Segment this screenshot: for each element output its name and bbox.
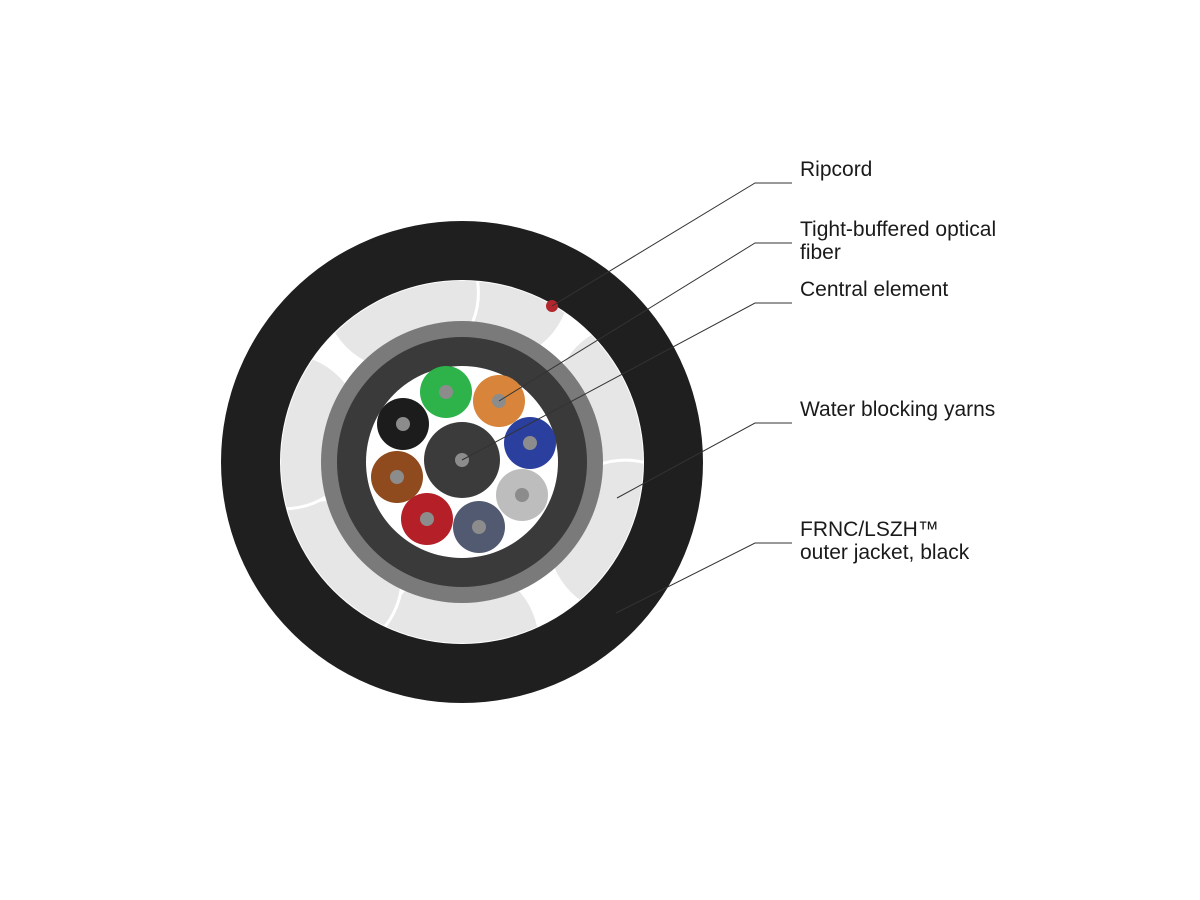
green-fiber-core — [439, 385, 453, 399]
brown-fiber-core — [390, 470, 404, 484]
label-tight-buffered-fiber: Tight-buffered optical fiber — [800, 218, 996, 264]
label-fiber-line-2: fiber — [800, 241, 841, 264]
black-fiber — [377, 398, 429, 450]
label-fiber-line-1: Tight-buffered optical — [800, 218, 997, 241]
slate-fiber-core — [472, 520, 486, 534]
label-outer-jacket: FRNC/LSZH™ outer jacket, black — [800, 518, 969, 564]
label-jacket-line-1: FRNC/LSZH™ — [800, 518, 939, 541]
label-jacket-line-2: outer jacket, black — [800, 541, 970, 564]
leader-yarns — [616, 422, 792, 499]
black-fiber-core — [396, 417, 410, 431]
red-fiber-core — [420, 512, 434, 526]
label-central-element: Central element — [800, 278, 948, 301]
leader-ripcord — [551, 182, 792, 307]
leader-jacket — [615, 542, 792, 614]
leader-lines — [461, 182, 792, 614]
green-fiber — [420, 366, 472, 418]
label-central-line-1: Central element — [800, 278, 949, 301]
leader-central — [461, 302, 792, 461]
brown-fiber — [371, 451, 423, 503]
label-ripcord-line-1: Ripcord — [800, 158, 873, 181]
blue-fiber — [504, 417, 556, 469]
red-fiber — [401, 493, 453, 545]
label-yarns-line-1: Water blocking yarns — [800, 398, 996, 421]
leader-fiber — [498, 242, 792, 402]
label-water-blocking-yarns: Water blocking yarns — [800, 398, 995, 421]
grey-fiber-core — [515, 488, 529, 502]
slate-fiber — [453, 501, 505, 553]
tight-buffered-fibers — [371, 366, 556, 553]
blue-fiber-core — [523, 436, 537, 450]
grey-fiber — [496, 469, 548, 521]
label-ripcord: Ripcord — [800, 158, 872, 181]
